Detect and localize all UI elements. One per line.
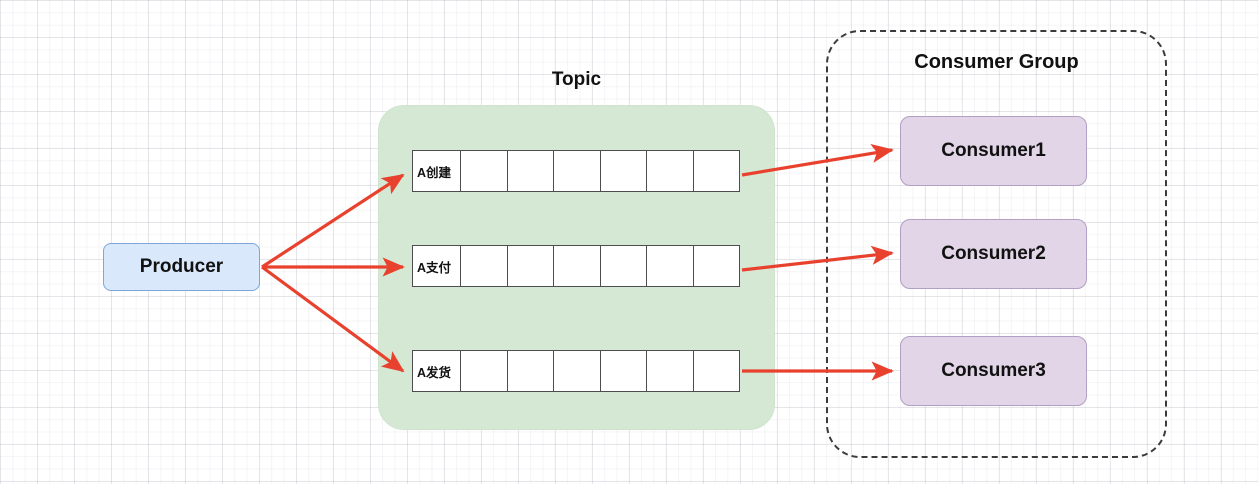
partition-cell-empty [693, 151, 739, 191]
consumer-group-container [826, 30, 1167, 458]
consumer-label: Consumer2 [941, 243, 1046, 264]
partition-cell-label: A发货 [413, 351, 461, 391]
producer-node[interactable]: Producer [103, 243, 260, 291]
partition-cell-empty [507, 351, 554, 391]
consumer-label: Consumer1 [941, 140, 1046, 161]
partition-cell-empty [554, 151, 601, 191]
partition-cell-empty [647, 351, 694, 391]
consumer-label: Consumer3 [941, 360, 1046, 381]
partition-cell-empty [461, 351, 508, 391]
partition-cell-empty [461, 151, 508, 191]
partition-cell-label: A支付 [413, 246, 461, 286]
table-row[interactable]: A创建 [412, 150, 740, 192]
topic-title: Topic [551, 69, 602, 90]
partition-cell-empty [693, 246, 739, 286]
partition-cell-empty [647, 151, 694, 191]
table-row[interactable]: A支付 [412, 245, 740, 287]
partition-cell-empty [600, 351, 647, 391]
table-row[interactable]: A发货 [412, 350, 740, 392]
partition-cell-empty [554, 246, 601, 286]
partition-cell-label: A创建 [413, 151, 461, 191]
partition-cell-empty [507, 151, 554, 191]
partition-cell-empty [600, 151, 647, 191]
partition-cell-empty [647, 246, 694, 286]
partition-cell-empty [461, 246, 508, 286]
consumer-node-2[interactable]: Consumer2 [900, 219, 1087, 289]
partition-cell-empty [554, 351, 601, 391]
partition-cell-empty [507, 246, 554, 286]
consumer-node-1[interactable]: Consumer1 [900, 116, 1087, 186]
partition-cell-empty [600, 246, 647, 286]
consumer-node-3[interactable]: Consumer3 [900, 336, 1087, 406]
producer-label: Producer [139, 256, 224, 277]
consumer-group-title: Consumer Group [914, 50, 1079, 73]
partition-cell-empty [693, 351, 739, 391]
